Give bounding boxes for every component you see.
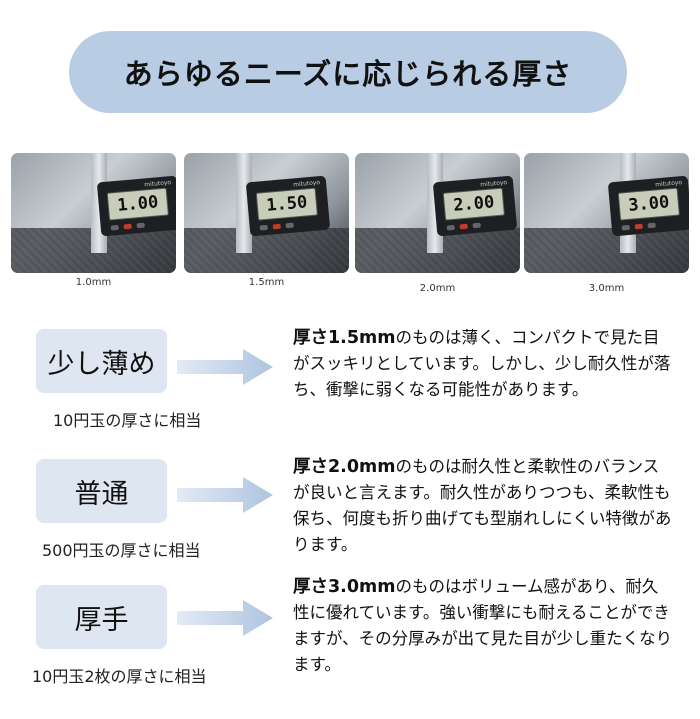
description-text: のものは薄く、コンパクトで見た目がスッキリとしています。しかし、少し耐久性が落ち… [293, 328, 671, 399]
right-arrow-icon [177, 600, 273, 636]
caliper-reading: 1.00 [116, 192, 160, 216]
description-thin: 厚さ1.5mmのものは薄く、コンパクトで見た目がスッキリとしています。しかし、少… [293, 325, 673, 403]
thickness-label-thick: 厚手 [36, 585, 167, 649]
page-title: あらゆるニーズに応じられる厚さ [123, 57, 573, 91]
description-text: のものはボリューム感があり、耐久性に優れています。強い衝撃にも耐えることができま… [293, 577, 673, 674]
description-text: のものは耐久性と柔軟性のバランスが良いと言えます。耐久性がありつつも、柔軟性も保… [293, 457, 672, 554]
photo-background-mat [184, 228, 349, 273]
caliper-reading: 2.00 [452, 192, 496, 216]
photo-caption: 3.0mm [588, 283, 625, 294]
caliper-jaw [236, 153, 252, 253]
caliper-display: 2.00 [442, 187, 505, 221]
caliper-gauge: mitutoyo 1.00 [96, 175, 176, 237]
right-arrow-icon [177, 477, 273, 513]
photo-caption: 1.5mm [248, 277, 285, 288]
title-banner: あらゆるニーズに応じられる厚さ [69, 31, 627, 113]
photo-background-mat [524, 228, 689, 273]
description-lead: 厚さ1.5mm [293, 328, 396, 348]
thickness-label-text: 厚手 [74, 604, 129, 636]
gauge-brand: mitutoyo [654, 179, 683, 189]
caliper-reading: 3.00 [627, 192, 671, 216]
gauge-brand: mitutoyo [479, 179, 508, 189]
thickness-label-thin: 少し薄め [36, 329, 167, 393]
caliper-photo-1: mitutoyo 1.00 [11, 153, 176, 273]
caliper-gauge: mitutoyo 2.00 [432, 175, 518, 237]
caliper-display: 3.00 [617, 187, 680, 221]
gauge-brand: mitutoyo [292, 179, 321, 189]
gauge-buttons [446, 222, 481, 231]
caliper-gauge: mitutoyo 1.50 [245, 175, 331, 237]
caliper-gauge: mitutoyo 3.00 [607, 175, 689, 237]
photo-caption: 2.0mm [419, 283, 456, 294]
photo-caption: 1.0mm [75, 277, 112, 288]
gauge-buttons [110, 222, 145, 231]
thickness-equivalent: 500円玉の厚さに相当 [42, 541, 201, 560]
thickness-equivalent: 10円玉2枚の厚さに相当 [32, 667, 207, 686]
right-arrow-icon [177, 349, 273, 385]
caliper-photo-2: mitutoyo 1.50 [184, 153, 349, 273]
caliper-reading: 1.50 [265, 192, 309, 216]
caliper-display: 1.00 [106, 187, 169, 221]
caliper-photo-4: mitutoyo 3.00 [524, 153, 689, 273]
description-normal: 厚さ2.0mmのものは耐久性と柔軟性のバランスが良いと言えます。耐久性がありつつ… [293, 454, 673, 558]
thickness-label-text: 普通 [74, 478, 129, 510]
thickness-label-normal: 普通 [36, 459, 167, 523]
gauge-buttons [621, 222, 656, 231]
caliper-photo-3: mitutoyo 2.00 [355, 153, 520, 273]
caliper-display: 1.50 [255, 187, 318, 221]
description-thick: 厚さ3.0mmのものはボリューム感があり、耐久性に優れています。強い衝撃にも耐え… [293, 574, 673, 678]
gauge-buttons [259, 222, 294, 231]
description-lead: 厚さ3.0mm [293, 577, 396, 597]
description-lead: 厚さ2.0mm [293, 457, 396, 477]
thickness-label-text: 少し薄め [47, 348, 156, 380]
thickness-equivalent: 10円玉の厚さに相当 [53, 411, 202, 430]
gauge-brand: mitutoyo [143, 179, 172, 189]
